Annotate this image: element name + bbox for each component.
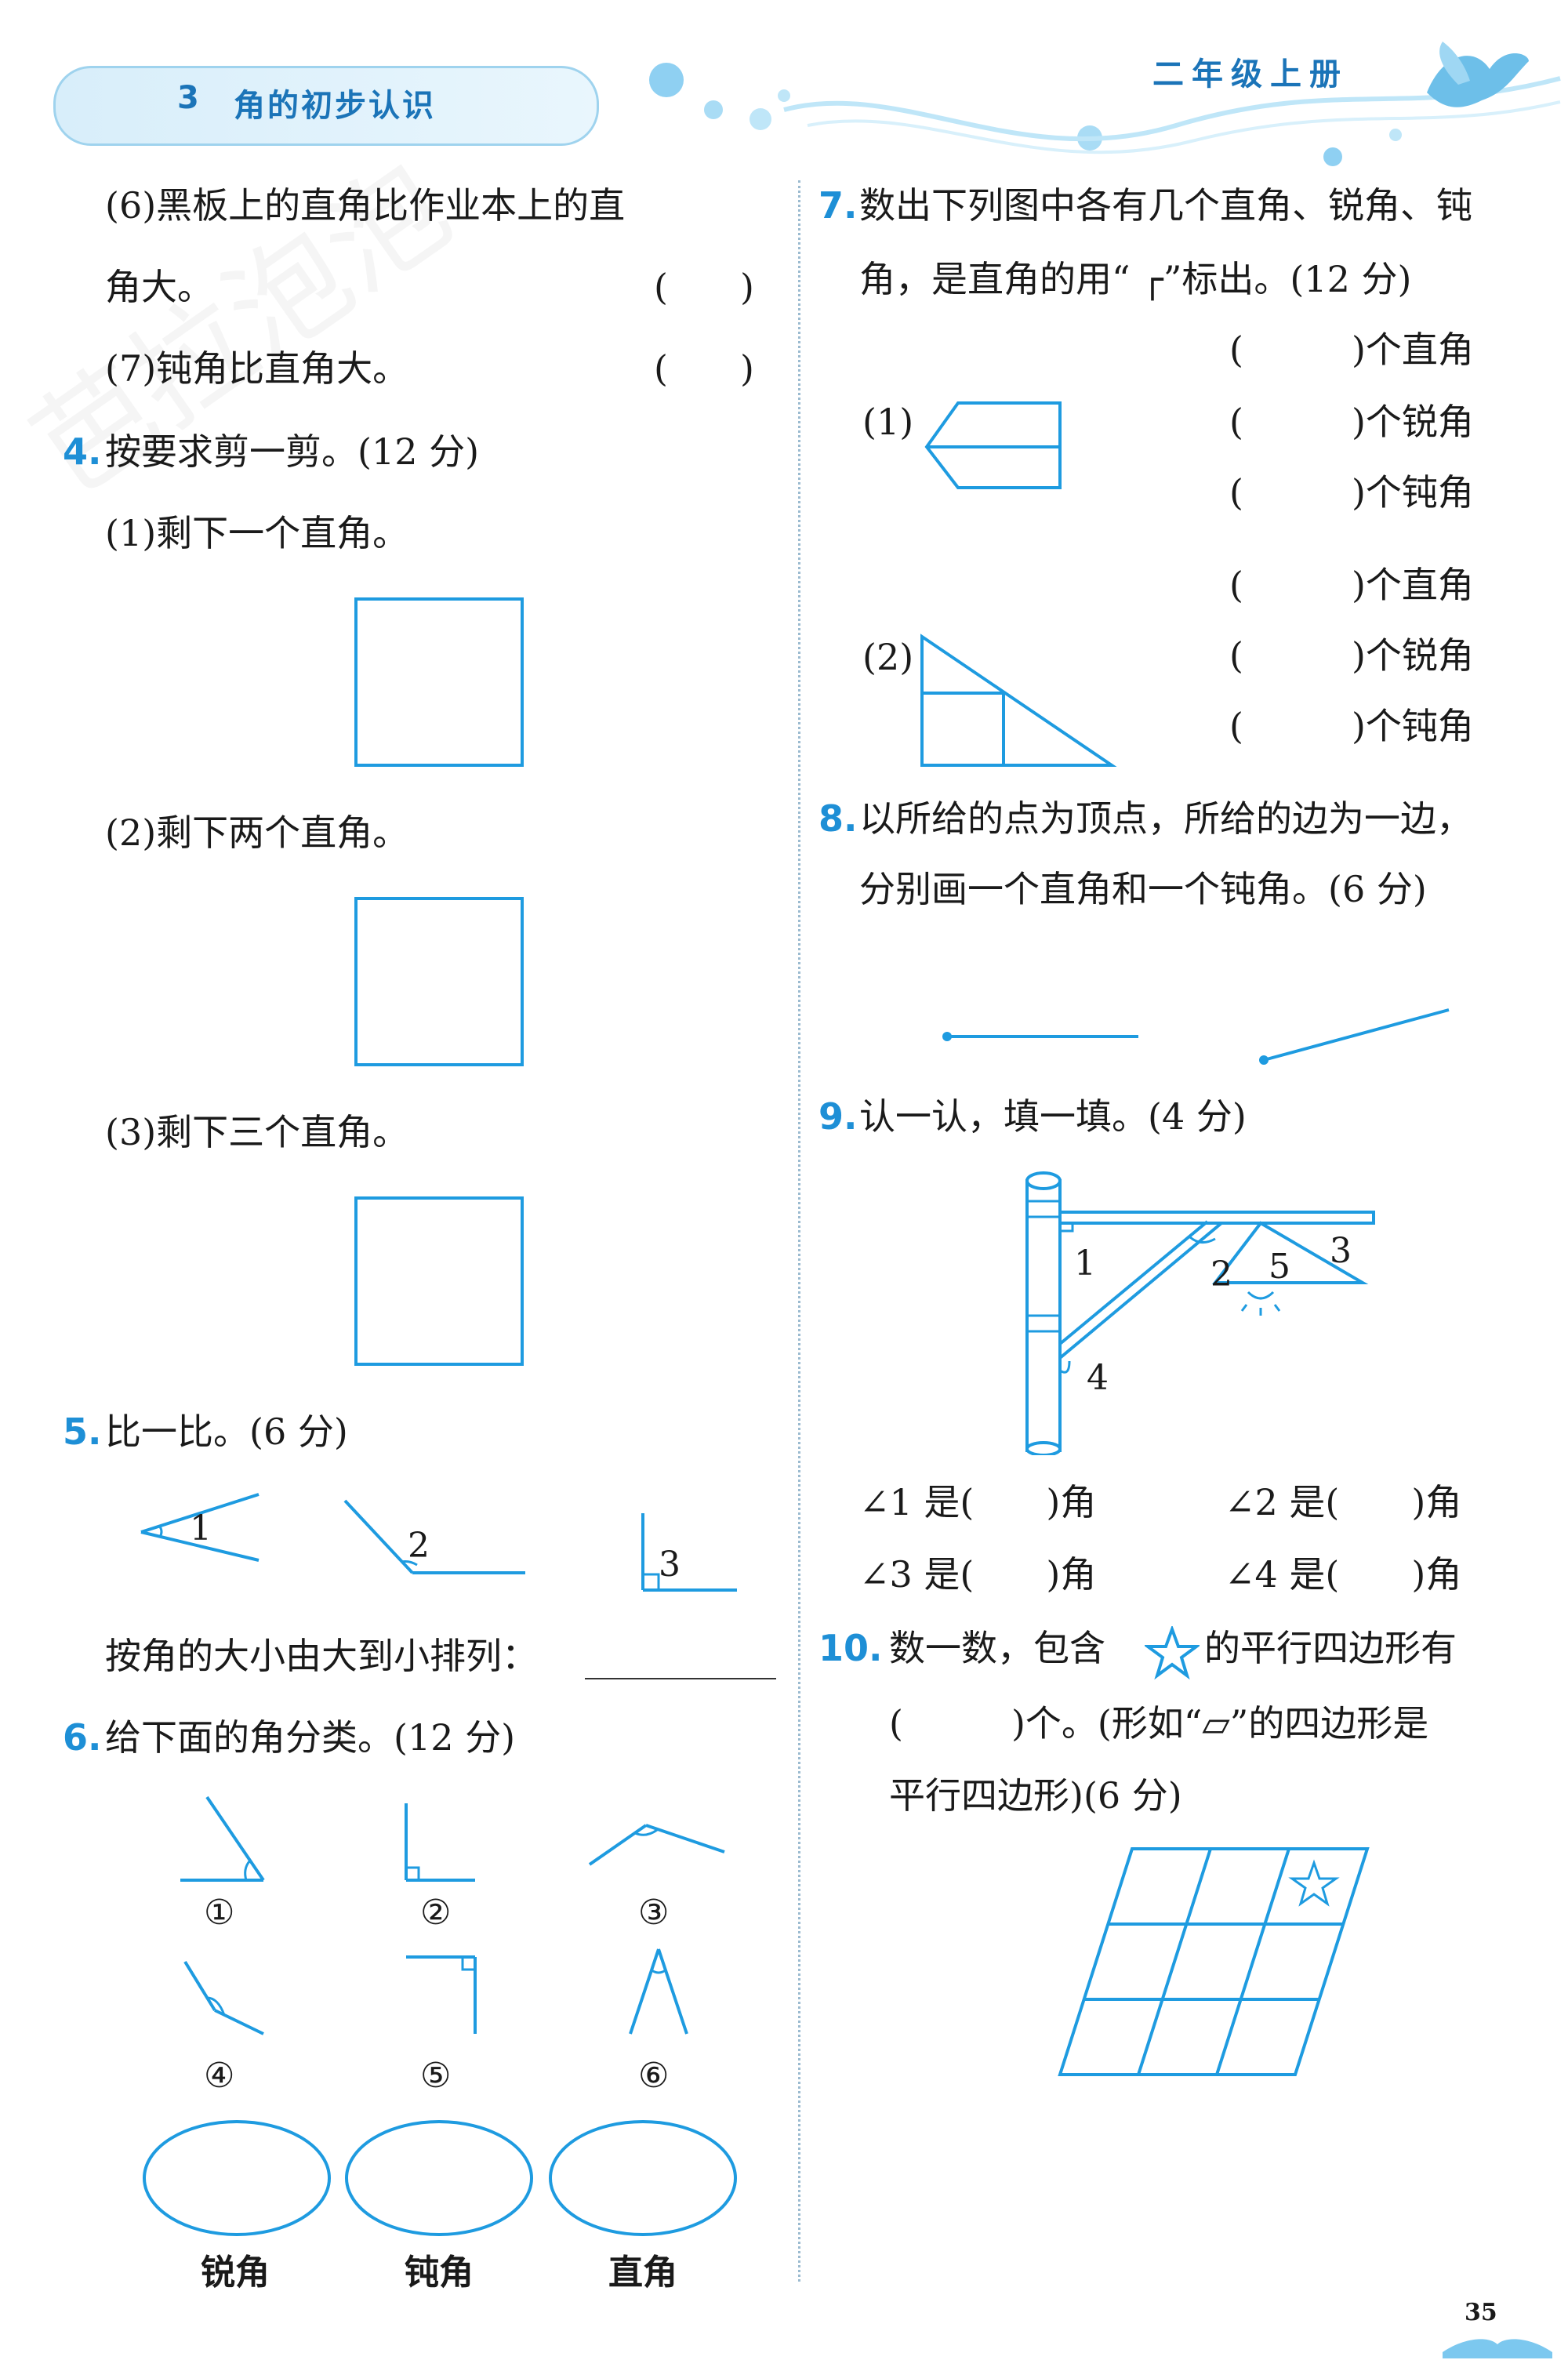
q9-label-4: 4 xyxy=(1087,1358,1109,1398)
angle-label-3: 3 xyxy=(659,1545,681,1585)
q4-3-text: (3)剩下三个直角。 xyxy=(105,1111,409,1153)
q10-number: 10. xyxy=(818,1627,883,1669)
q6-label-6: ⑥ xyxy=(638,2056,670,2096)
oval-label-acute: 锐角 xyxy=(201,2253,270,2293)
q9-answer-4: ∠4 是( )角 xyxy=(1225,1553,1462,1596)
q8-text-line2: 分别画一个直角和一个钝角。(6 分) xyxy=(859,868,1427,910)
chapter-number: 3 xyxy=(177,80,201,116)
q6-label-5: ⑤ xyxy=(420,2056,452,2096)
q3-7-text: (7)钝角比直角大。 xyxy=(105,347,409,390)
q3-6-text: (6)黑板上的直角比作业本上的直 xyxy=(105,184,626,227)
q5-answer-line[interactable] xyxy=(585,1678,776,1679)
classification-ovals xyxy=(143,2120,737,2236)
q9-answer-2: ∠2 是( )角 xyxy=(1225,1481,1462,1523)
q6-label-1: ① xyxy=(204,1893,235,1933)
q7-fig1-label: (1) xyxy=(862,401,914,443)
q6-label-2: ② xyxy=(420,1893,452,1933)
q9-label-1: 1 xyxy=(1074,1244,1096,1283)
answer-paren: ( ) xyxy=(654,347,754,390)
q6-number: 6. xyxy=(63,1716,102,1759)
q4-number: 4. xyxy=(63,430,102,473)
q7-1-acute-count: ( )个锐角 xyxy=(1229,401,1474,443)
q5-angles-figure xyxy=(140,1493,737,1592)
q7-1-obtuse-count: ( )个钝角 xyxy=(1229,471,1474,514)
oval-label-right: 直角 xyxy=(608,2253,677,2293)
chapter-title: 角的初步认识 xyxy=(234,88,436,124)
q7-text-line2: 角，是直角的用“ ┌”标出。(12 分) xyxy=(859,258,1412,300)
q9-label-2: 2 xyxy=(1210,1254,1232,1294)
q6-label-4: ④ xyxy=(204,2056,235,2096)
chapter-banner xyxy=(53,66,599,146)
q7-2-acute-count: ( )个锐角 xyxy=(1229,634,1474,677)
header-decoration xyxy=(649,63,1561,166)
bird-icon xyxy=(1427,42,1529,107)
q10-parallelogram-grid xyxy=(1058,1847,1370,2076)
q9-pole-lamp-figure xyxy=(1025,1171,1375,1455)
square-figure-3 xyxy=(354,1196,524,1366)
q10-text-line1b: 的平行四边形有 xyxy=(1204,1627,1457,1669)
square-figure-2 xyxy=(354,897,524,1066)
q9-title: 认一认，填一填。(4 分) xyxy=(859,1095,1247,1138)
q8-rays-figure xyxy=(942,1008,1450,1065)
q4-title: 按要求剪一剪。(12 分) xyxy=(105,430,480,473)
q3-6-text-cont: 角大。 xyxy=(105,266,213,308)
q4-1-text: (1)剩下一个直角。 xyxy=(105,512,409,554)
q7-text-line1: 数出下列图中各有几个直角、锐角、钝 xyxy=(859,184,1472,227)
star-icon xyxy=(1145,1626,1200,1680)
answer-paren: ( ) xyxy=(654,266,754,308)
q4-2-text: (2)剩下两个直角。 xyxy=(105,811,409,854)
q7-1-right-count: ( )个直角 xyxy=(1229,329,1474,371)
grade-label: 二年级上册 xyxy=(1152,56,1348,93)
q10-text-line3: 平行四边形)(6 分) xyxy=(889,1774,1182,1817)
angle-label-1: 1 xyxy=(190,1509,212,1549)
q9-label-5: 5 xyxy=(1269,1247,1290,1287)
q5-title: 比一比。(6 分) xyxy=(105,1411,348,1453)
square-figure-1 xyxy=(354,597,524,767)
q5-number: 5. xyxy=(63,1411,102,1453)
q7-triangle-figure xyxy=(920,634,1117,767)
q6-angles-figure xyxy=(180,1795,725,2035)
q9-answer-3: ∠3 是( )角 xyxy=(859,1553,1097,1596)
book-icon xyxy=(1443,2339,1552,2358)
oval-label-obtuse: 钝角 xyxy=(405,2253,474,2293)
q5-sort-prompt: 按角的大小由大到小排列： xyxy=(105,1635,538,1677)
q6-title: 给下面的角分类。(12 分) xyxy=(105,1716,516,1759)
q9-number: 9. xyxy=(818,1095,858,1138)
q9-answer-1: ∠1 是( )角 xyxy=(859,1481,1097,1523)
q10-text-line2: ( )个。(形如“▱”的四边形是 xyxy=(889,1702,1429,1745)
q7-fig2-label: (2) xyxy=(862,636,914,678)
q6-label-3: ③ xyxy=(638,1893,670,1933)
column-divider xyxy=(798,180,800,2282)
q7-number: 7. xyxy=(818,184,858,227)
q9-label-3: 3 xyxy=(1330,1231,1352,1271)
q8-number: 8. xyxy=(818,797,858,840)
angle-label-2: 2 xyxy=(408,1526,430,1566)
q10-text-line1a: 数一数，包含 xyxy=(889,1627,1105,1669)
page-number: 35 xyxy=(1465,2299,1497,2326)
q7-pentagon-figure xyxy=(924,401,1062,489)
q8-text-line1: 以所给的点为顶点，所给的边为一边， xyxy=(859,797,1472,840)
q7-2-right-count: ( )个直角 xyxy=(1229,564,1474,606)
q7-2-obtuse-count: ( )个钝角 xyxy=(1229,705,1474,747)
